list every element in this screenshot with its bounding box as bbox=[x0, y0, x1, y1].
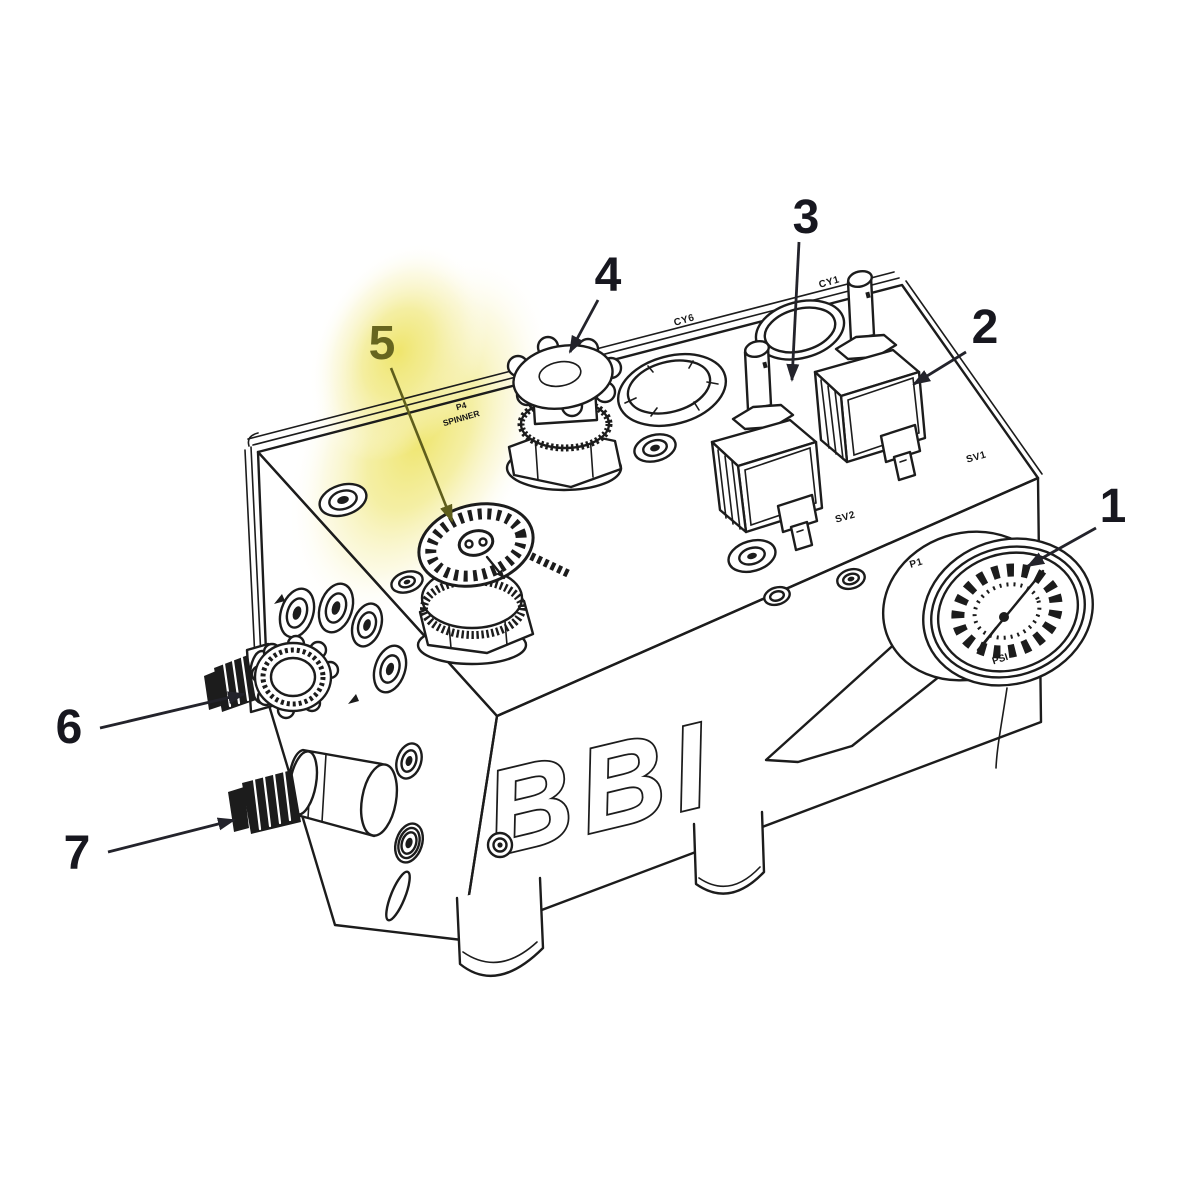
flat-screw-top bbox=[390, 570, 424, 594]
callout-3-arrow bbox=[786, 241, 801, 382]
fitting-6 bbox=[204, 634, 340, 720]
callout-1-number: 1 bbox=[1100, 480, 1127, 533]
callout-7: 7 bbox=[64, 817, 236, 880]
socket-screw-top-2 bbox=[318, 482, 368, 518]
callout-3-number: 3 bbox=[793, 191, 820, 244]
socket-screw-front-edge bbox=[836, 567, 866, 591]
callout-4-number: 4 bbox=[595, 249, 622, 302]
stamped-arrow-icon bbox=[274, 594, 285, 604]
callout-5-number: 5 bbox=[369, 317, 396, 370]
adjustment-dial bbox=[416, 502, 571, 666]
mounting-leg-right bbox=[692, 810, 766, 895]
socket-screw-front bbox=[486, 831, 514, 859]
callout-1-arrow bbox=[1026, 526, 1097, 568]
label-p4: P4 bbox=[455, 400, 468, 413]
stamped-arrow-icon bbox=[348, 694, 359, 704]
port-4 bbox=[372, 644, 408, 694]
solenoid-valve-3 bbox=[710, 339, 824, 552]
flush-plug bbox=[616, 353, 728, 427]
callout-7-number: 7 bbox=[64, 827, 91, 880]
callout-7-arrow bbox=[107, 817, 236, 854]
label-sv2: SV2 bbox=[834, 509, 857, 525]
port-6-spiral bbox=[393, 822, 425, 864]
counterbored-port-top bbox=[727, 538, 777, 574]
slot-port bbox=[385, 870, 411, 922]
gauge-tick-ring bbox=[951, 563, 1063, 659]
port-5 bbox=[395, 742, 423, 780]
port-2 bbox=[317, 582, 355, 634]
hand-knob bbox=[505, 335, 623, 492]
callout-6-number: 6 bbox=[56, 701, 83, 754]
callout-4: 4 bbox=[568, 249, 622, 354]
callout-4-arrow bbox=[568, 299, 600, 354]
callout-6: 6 bbox=[56, 691, 246, 754]
callout-6-arrow bbox=[99, 691, 246, 730]
callout-3: 3 bbox=[786, 191, 820, 382]
callout-2-arrow bbox=[912, 350, 967, 386]
socket-screw-top-1 bbox=[633, 433, 677, 463]
small-port-top bbox=[763, 585, 791, 607]
solenoid-valve-2 bbox=[813, 269, 927, 482]
mounting-leg-left bbox=[455, 876, 545, 977]
gauge-unit-label: PSI bbox=[991, 652, 1010, 668]
callout-1: 1 bbox=[1026, 480, 1127, 568]
port-3 bbox=[350, 602, 384, 648]
label-p1: P1 bbox=[908, 556, 924, 570]
callout-5-highlighted: 5 bbox=[369, 317, 454, 523]
gauge-hub bbox=[999, 612, 1009, 622]
callout-2-number: 2 bbox=[972, 301, 999, 354]
left-face-ports bbox=[274, 582, 425, 922]
dial-pointer-icon bbox=[485, 555, 506, 580]
pressure-gauge: PSI bbox=[881, 530, 1094, 769]
port-1 bbox=[278, 587, 316, 639]
callout-5-arrow bbox=[389, 367, 454, 523]
fitting-7 bbox=[228, 748, 399, 838]
callout-2: 2 bbox=[912, 301, 999, 386]
label-sv1: SV1 bbox=[965, 449, 988, 465]
port-labels: P4 SPINNER CY6 CY1 SV2 SV1 P1 bbox=[442, 274, 988, 570]
